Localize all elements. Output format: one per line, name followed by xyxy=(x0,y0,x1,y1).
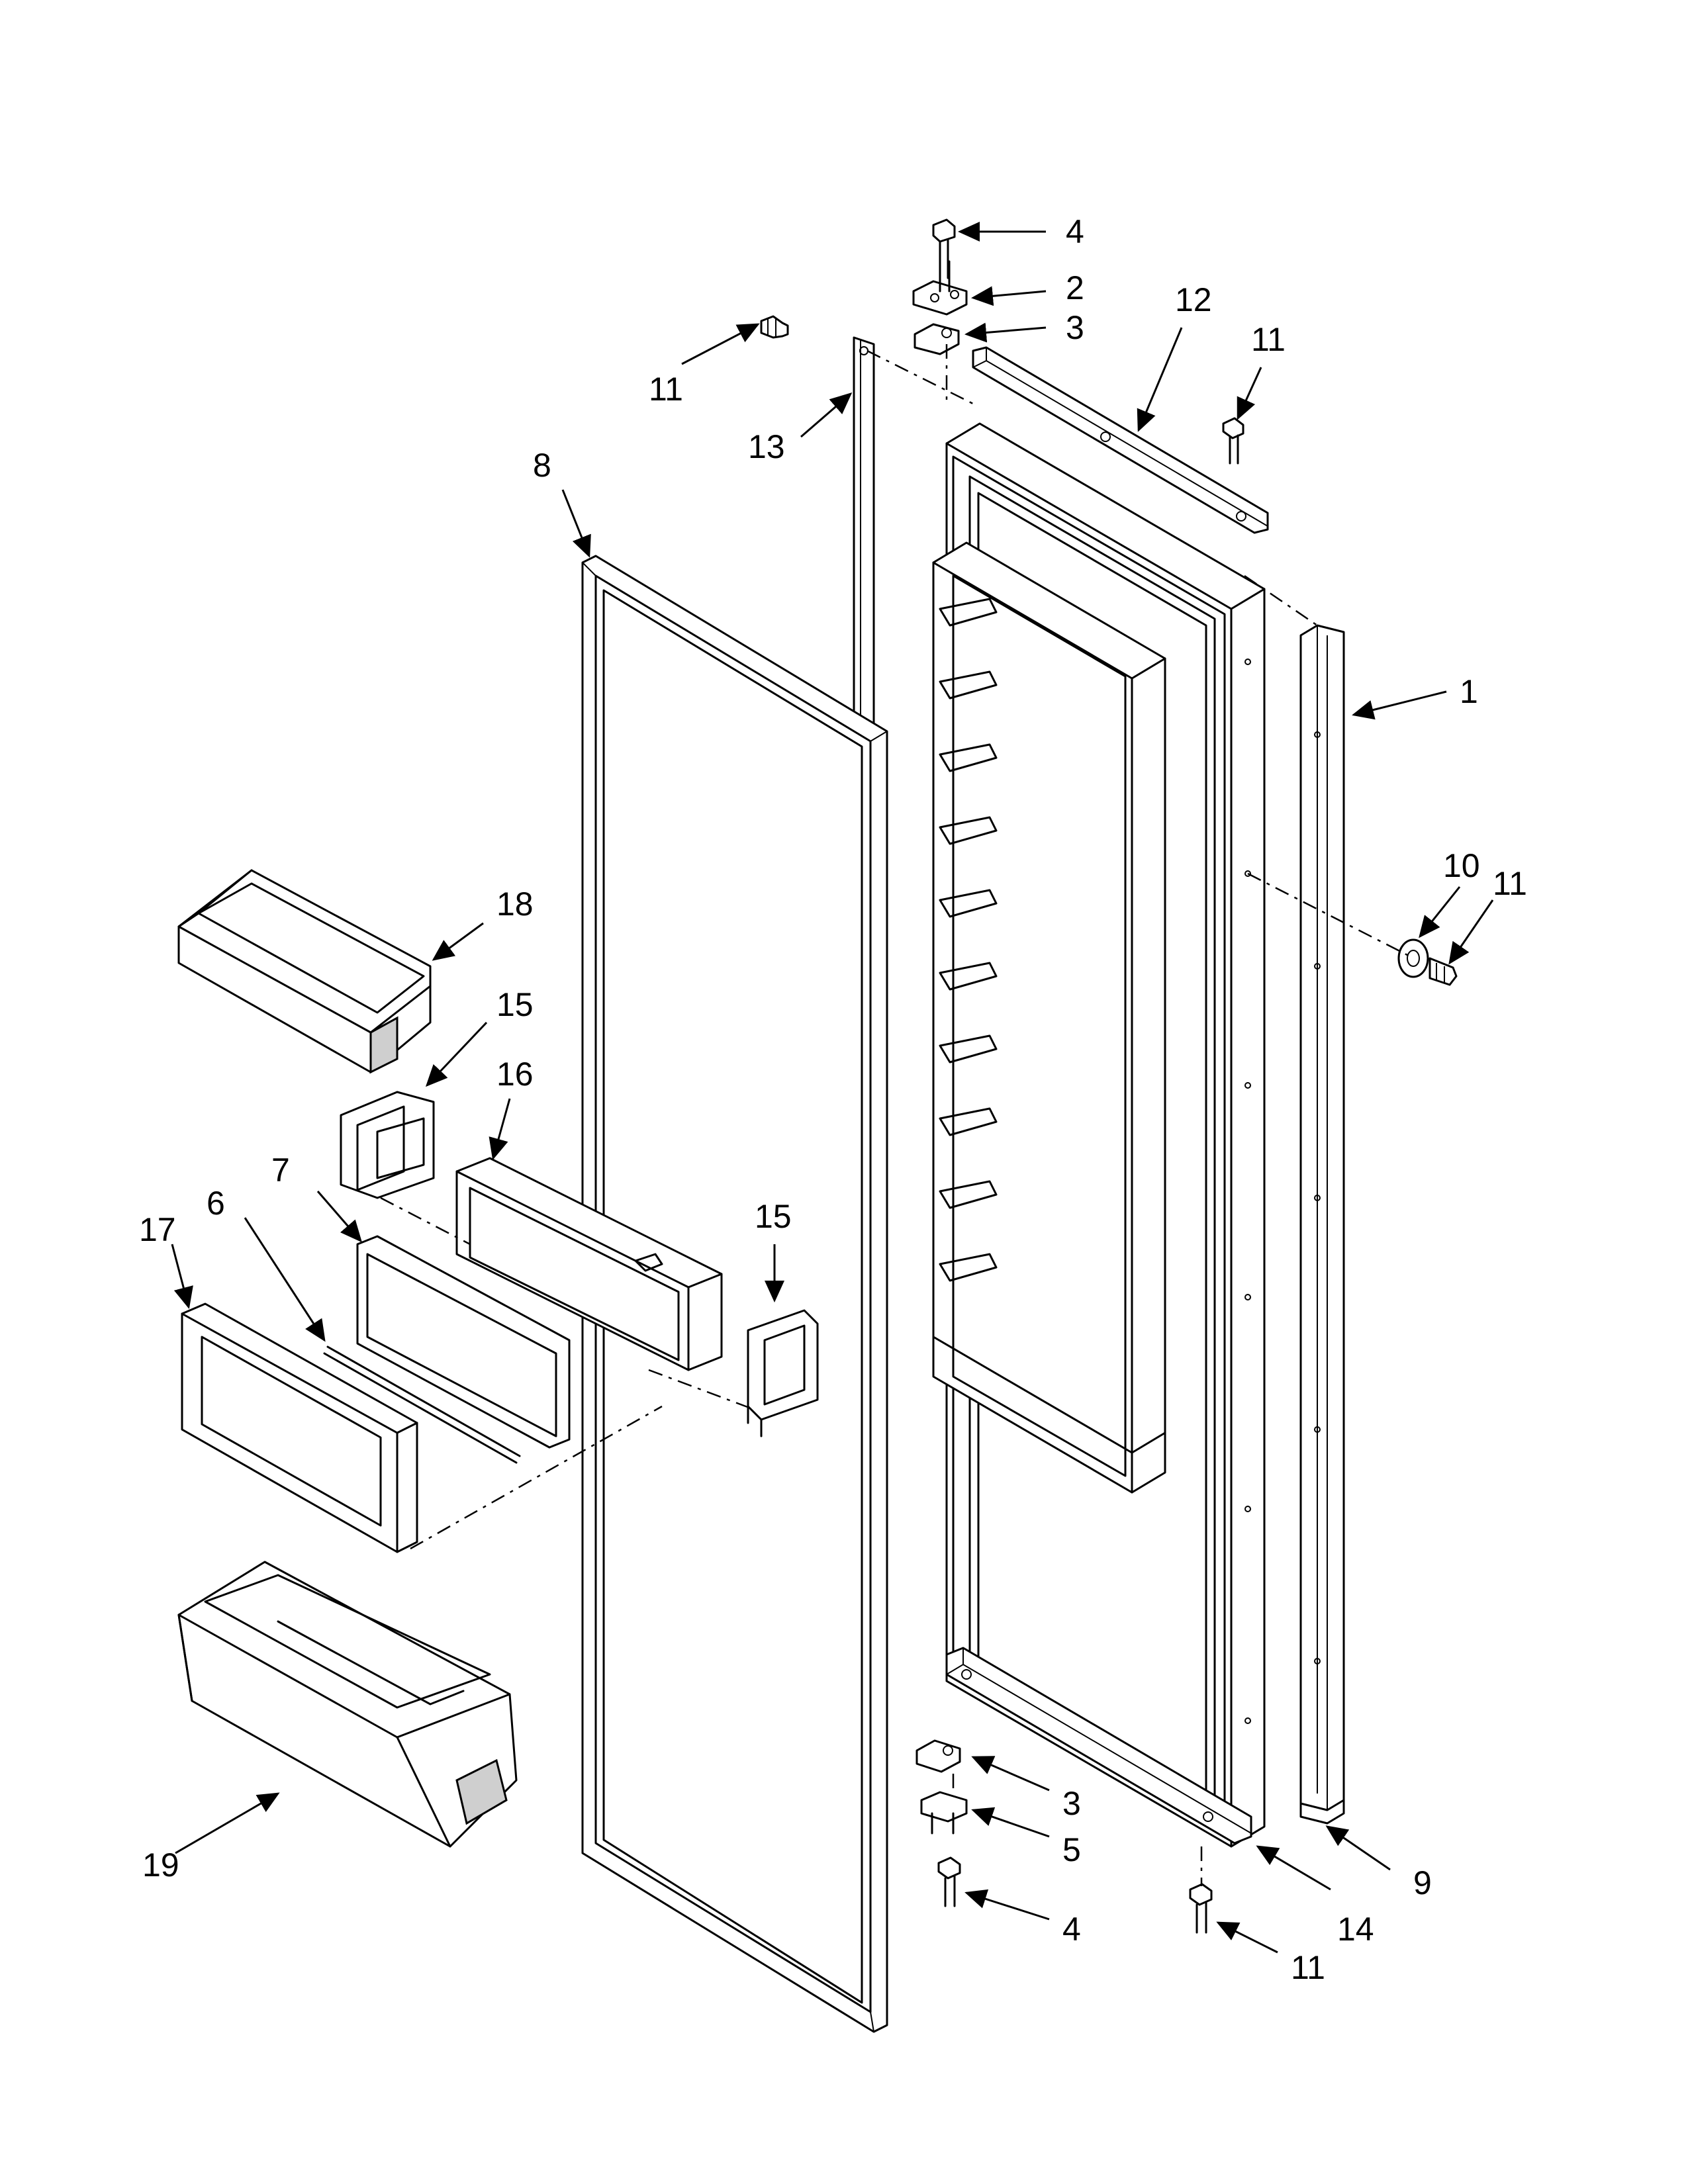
part-6-rod xyxy=(323,1345,521,1464)
callout-2: 2 xyxy=(1066,269,1084,306)
callout-11-mid-right: 11 xyxy=(1493,865,1527,902)
part-10-washer xyxy=(1397,938,1429,978)
callout-10: 10 xyxy=(1443,847,1480,884)
part-4-top-screw xyxy=(932,218,956,279)
part-19-lower-bin xyxy=(177,1561,518,1848)
callout-4-top: 4 xyxy=(1066,213,1084,250)
callout-18: 18 xyxy=(496,886,534,923)
callout-1: 1 xyxy=(1460,673,1478,710)
callout-13: 13 xyxy=(748,428,785,465)
part-3-top-washer xyxy=(914,323,960,355)
callout-15-left: 15 xyxy=(496,986,534,1023)
callout-7: 7 xyxy=(271,1152,290,1189)
part-17-front-panel xyxy=(181,1302,418,1553)
part-12-top-bracket xyxy=(972,346,1269,534)
callout-16: 16 xyxy=(496,1056,534,1093)
leader-lines xyxy=(171,222,1494,1954)
part-1-side-trim xyxy=(1299,624,1345,1811)
part-11-top-right-screw xyxy=(1222,417,1244,465)
callout-4-bottom: 4 xyxy=(1062,1911,1081,1948)
part-15-left-cap xyxy=(340,1091,435,1199)
callout-12: 12 xyxy=(1175,281,1212,318)
part-8-door-gasket xyxy=(581,555,888,2033)
door-liner xyxy=(932,422,1266,1848)
callout-14: 14 xyxy=(1337,1911,1374,1948)
callout-15-right: 15 xyxy=(755,1198,792,1235)
part-7-window xyxy=(356,1235,571,1449)
alignment-lines xyxy=(380,344,1411,1886)
part-5-bottom-hinge xyxy=(920,1791,968,1835)
callout-6: 6 xyxy=(207,1185,225,1222)
callout-17: 17 xyxy=(139,1211,176,1248)
part-9-trim xyxy=(1299,1799,1345,1825)
part-18-upper-bin xyxy=(177,869,432,1074)
callout-3-bottom: 3 xyxy=(1062,1785,1081,1822)
part-11-top-left-screw xyxy=(760,315,789,339)
part-11-bottom-screw xyxy=(1189,1883,1213,1934)
callout-11-bottom-right: 11 xyxy=(1291,1949,1325,1986)
callout-11-top-left: 11 xyxy=(649,371,683,408)
part-11-mid-screw xyxy=(1429,957,1458,986)
part-15-right-cap xyxy=(747,1309,819,1437)
callout-9: 9 xyxy=(1413,1864,1432,1901)
part-14-bottom-bracket xyxy=(945,1577,1252,1844)
callout-labels: 4 2 3 12 11 11 13 8 1 10 11 18 15 16 7 6… xyxy=(139,213,1527,1986)
callout-11-top-right: 11 xyxy=(1251,321,1286,358)
callout-5: 5 xyxy=(1062,1831,1081,1868)
callout-8: 8 xyxy=(533,447,551,484)
callout-3-top: 3 xyxy=(1066,309,1084,346)
callout-19: 19 xyxy=(142,1846,179,1884)
part-3-bottom-washer xyxy=(915,1739,961,1773)
part-4-bottom-screw xyxy=(937,1856,961,1907)
part-2-top-hinge xyxy=(912,260,968,316)
